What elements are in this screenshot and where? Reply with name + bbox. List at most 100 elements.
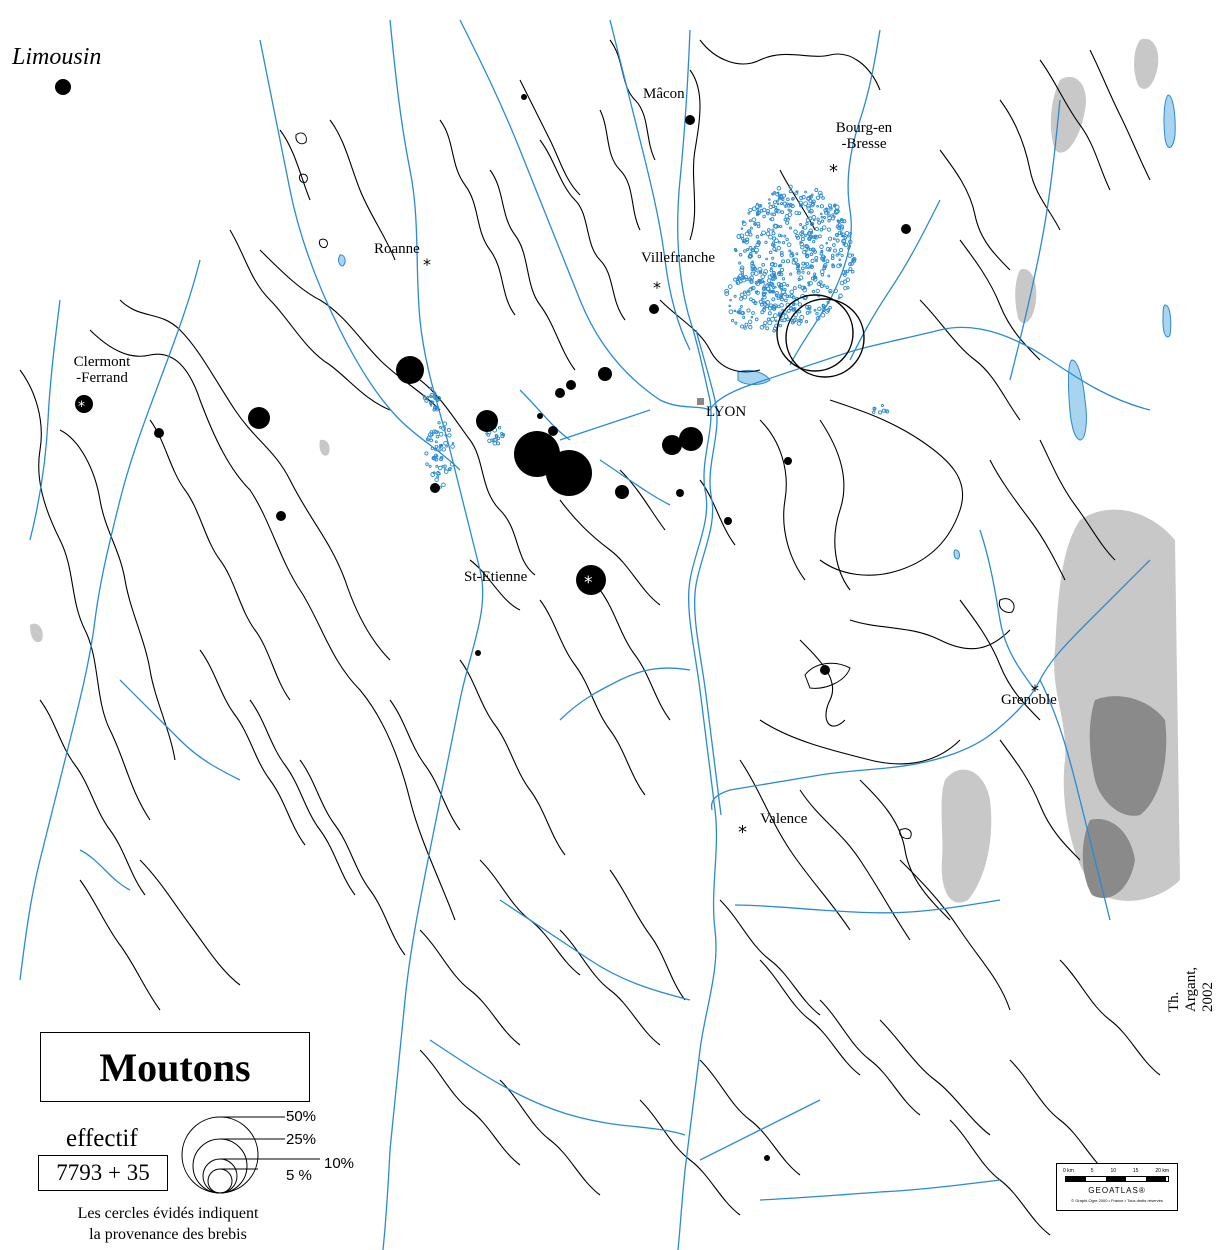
cluster-dot	[769, 268, 774, 273]
cluster-dot	[815, 259, 818, 263]
legend-note: Les cercles évidés indiquent la provenan…	[77, 1205, 259, 1243]
cluster-dot	[822, 284, 826, 287]
cluster-dot	[807, 266, 810, 270]
scale-brand: GEOATLAS®	[1088, 1186, 1146, 1195]
cluster-dot	[817, 234, 822, 239]
cluster-dot	[760, 297, 764, 301]
cluster-dot	[438, 425, 442, 429]
cluster-dot	[780, 253, 784, 257]
cluster-dot	[740, 227, 744, 230]
contour-lines	[19, 39, 1161, 1236]
cluster-dot	[496, 436, 501, 441]
bourg-marker: *	[829, 161, 838, 182]
cluster-dot	[776, 296, 780, 300]
cluster-dot	[763, 284, 767, 288]
cluster-dot	[779, 272, 784, 277]
cluster-dot	[816, 204, 819, 208]
cluster-dot	[729, 298, 732, 302]
cluster-dot	[795, 235, 801, 240]
cluster-dot	[761, 207, 767, 213]
cluster-dot	[756, 210, 760, 214]
cluster-dot	[786, 283, 790, 287]
cluster-dot	[800, 237, 805, 242]
cluster-dot	[451, 441, 455, 445]
cluster-dot	[780, 234, 783, 238]
cluster-dot	[802, 225, 808, 230]
cluster-dot	[742, 294, 748, 300]
cluster-dot	[776, 199, 779, 203]
cluster-dot	[768, 198, 771, 201]
cluster-dot	[751, 206, 757, 212]
cluster-dot	[772, 313, 778, 318]
cluster-dot	[799, 314, 805, 320]
cluster-dot	[754, 222, 757, 226]
cluster-dot	[809, 195, 812, 198]
rivers	[19, 19, 1151, 1250]
cluster-dot	[780, 318, 784, 323]
cluster-dot	[428, 400, 434, 405]
cluster-dot	[801, 270, 805, 274]
city-label-valence: Valence	[760, 811, 808, 827]
city-label-clermont-ferrand: Clermont -Ferrand	[73, 354, 131, 386]
cluster-dot	[796, 321, 802, 326]
effectif-box: 7793 + 35	[38, 1155, 168, 1191]
cluster-dot	[826, 227, 832, 232]
cluster-dot	[486, 433, 491, 437]
cluster-dot	[751, 285, 756, 291]
cluster-dot	[781, 289, 787, 295]
cluster-dot	[430, 432, 434, 437]
cluster-dot	[813, 249, 817, 254]
cluster-dot	[833, 215, 836, 219]
cluster-dot	[847, 253, 853, 258]
cluster-dot	[811, 199, 816, 204]
cluster-dot	[807, 231, 811, 235]
map-canvas: * * * * * * *	[19, 19, 1180, 1250]
cluster-dot	[799, 223, 803, 226]
cluster-dot	[813, 234, 818, 239]
legend-circles	[181, 1116, 320, 1194]
cluster-dot	[820, 215, 824, 219]
valence-marker: *	[738, 822, 747, 843]
cluster-dot	[740, 265, 745, 270]
cluster-dot	[444, 433, 448, 437]
cluster-dot	[806, 205, 812, 211]
cluster-dot	[832, 243, 836, 247]
cluster-dot	[809, 210, 813, 214]
cluster-dot	[787, 212, 793, 217]
cluster-dot	[750, 271, 755, 276]
circle-small-10	[820, 665, 830, 675]
cluster-dot	[771, 304, 777, 310]
city-label-lyon: LYON	[706, 404, 747, 420]
cluster-dot	[775, 249, 778, 253]
circle-small-5	[685, 115, 695, 125]
cluster-dot	[774, 208, 778, 213]
cluster-dot	[763, 269, 769, 274]
cluster-dot	[805, 221, 809, 226]
cluster-dot	[809, 264, 813, 268]
cluster-dot	[770, 316, 775, 322]
svg-text:*: *	[78, 399, 85, 415]
cluster-dot	[485, 432, 489, 435]
cluster-dot	[766, 211, 770, 216]
cluster-dot	[788, 249, 792, 253]
cluster-dot	[804, 243, 809, 249]
cluster-dot	[791, 295, 796, 300]
cluster-dot	[807, 281, 811, 285]
cluster-dot	[768, 250, 773, 255]
cluster-dot	[824, 308, 830, 314]
cluster-dot	[831, 264, 836, 269]
legend-pct-50: 50%	[286, 1108, 317, 1125]
cluster-dot	[804, 249, 808, 253]
cluster-dot	[822, 264, 827, 269]
cluster-dot	[738, 308, 742, 312]
relief-shading	[30, 38, 1180, 903]
cluster-dot	[826, 300, 830, 304]
cluster-dot	[761, 291, 765, 295]
cluster-dot	[787, 217, 790, 221]
cluster-dot	[814, 255, 819, 260]
cluster-dot	[766, 317, 771, 322]
cluster-dot	[845, 277, 851, 282]
cluster-dot	[757, 254, 762, 259]
cluster-dot	[761, 230, 766, 236]
cluster-dot	[833, 248, 837, 253]
